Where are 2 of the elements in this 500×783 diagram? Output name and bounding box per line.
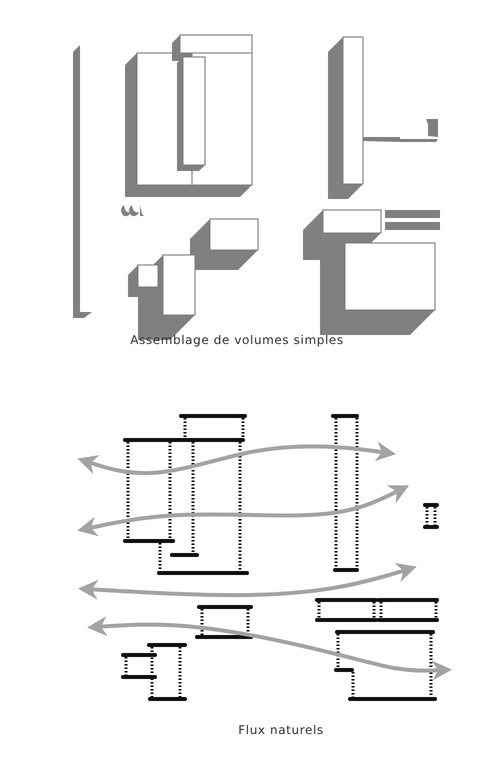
caption: Flux naturels [238,723,324,737]
caption: Assemblage de volumes simples [130,333,344,347]
